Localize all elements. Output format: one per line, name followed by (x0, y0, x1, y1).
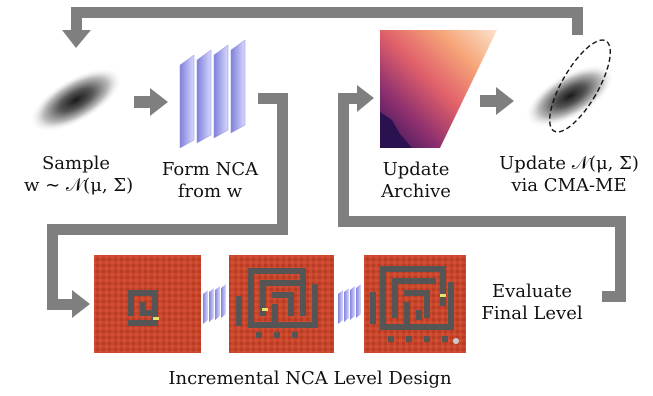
evaluate-label-line1: Evaluate (491, 281, 572, 302)
update-archive-label: Update Archive (368, 159, 464, 203)
sample-label-line1: Sample (41, 153, 111, 174)
feedback-arrow (62, 7, 583, 48)
sample-label: Sample w ∼ 𝒩(μ, Σ) (24, 153, 134, 197)
arrow-nca-to-levels (47, 93, 288, 318)
arrow-archive-to-dist (480, 87, 514, 115)
form-nca-label-line1: Form NCA (161, 159, 259, 180)
evaluate-label-line2: Final Level (481, 303, 583, 324)
arrow-sample-to-nca (134, 88, 168, 116)
nca-layers-icon (338, 284, 361, 324)
update-archive-label-line2: Archive (381, 181, 451, 202)
caption: Incremental NCA Level Design (168, 368, 452, 389)
maze-level-icon (229, 255, 334, 353)
form-nca-label: Form NCA from w (150, 159, 270, 203)
gaussian-blob-icon (29, 67, 123, 133)
updated-gaussian-icon (525, 39, 615, 133)
maze-level-icon (364, 255, 466, 353)
sample-label-line2: w ∼ 𝒩(μ, Σ) (24, 175, 134, 196)
nca-layers-icon (203, 284, 226, 324)
update-dist-label-line2: via CMA-ME (511, 175, 627, 196)
update-archive-label-line1: Update (382, 159, 450, 180)
arrow-evaluate-to-archive (338, 85, 626, 302)
evaluate-label: Evaluate Final Level (476, 281, 588, 325)
maze-level-icon (94, 255, 201, 353)
nca-layers-icon (179, 39, 246, 149)
form-nca-label-line2: from w (177, 181, 243, 202)
update-dist-label: Update 𝒩(μ, Σ) via CMA-ME (490, 153, 648, 197)
archive-heatmap-icon (380, 30, 497, 148)
update-dist-label-line1: Update 𝒩(μ, Σ) (499, 153, 639, 174)
